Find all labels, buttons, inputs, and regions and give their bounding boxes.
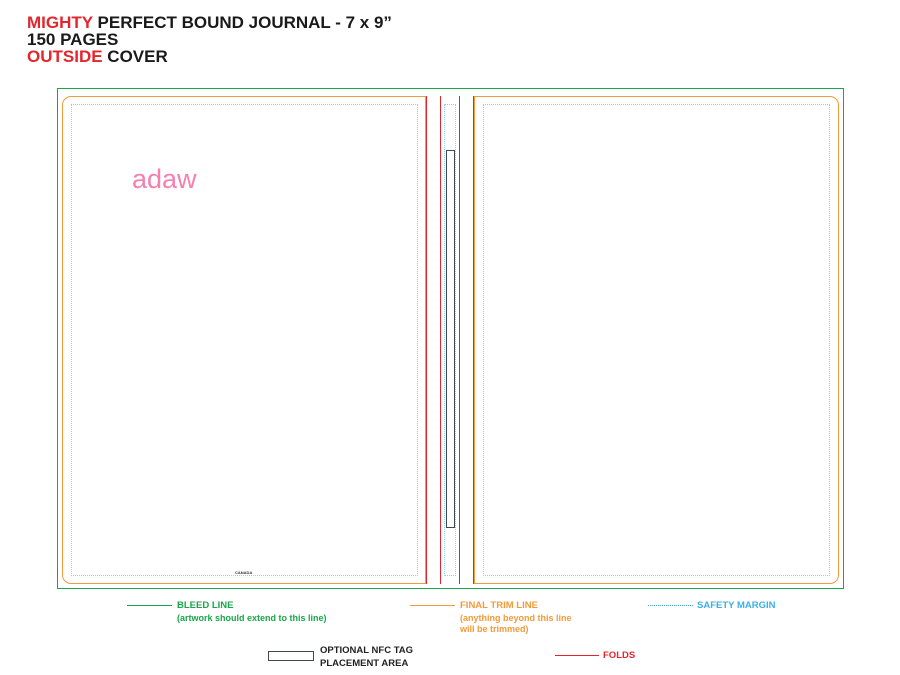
nfc-legend-swatch	[268, 651, 314, 661]
header-pages: 150 PAGES	[27, 30, 119, 49]
trim-legend-note-1: (anything beyond this line	[460, 613, 572, 623]
safety-legend-swatch	[648, 605, 693, 606]
folds-legend: FOLDS	[603, 650, 635, 661]
header-cover-rest: COVER	[102, 47, 168, 66]
trim-legend: FINAL TRIM LINE (anything beyond this li…	[460, 600, 572, 635]
nfc-placement-area	[446, 150, 455, 528]
fold-line	[426, 96, 427, 584]
artwork-small-label: CANADA	[235, 570, 253, 575]
bleed-legend: BLEED LINE (artwork should extend to thi…	[177, 600, 327, 624]
nfc-legend-title-1: OPTIONAL NFC TAG	[320, 645, 414, 656]
header-title: MIGHTY PERFECT BOUND JOURNAL - 7 x 9”	[27, 14, 392, 31]
header-cover: OUTSIDE COVER	[27, 48, 392, 65]
bleed-legend-title: BLEED LINE	[177, 600, 234, 611]
front-cover-trim	[474, 96, 839, 584]
trim-legend-swatch	[410, 605, 455, 606]
nfc-legend: OPTIONAL NFC TAG PLACEMENT AREA	[320, 645, 413, 669]
back-cover-safety-margin	[71, 104, 418, 576]
folds-legend-title: FOLDS	[603, 650, 636, 661]
safety-legend-title: SAFETY MARGIN	[697, 600, 776, 611]
back-cover-trim	[62, 96, 426, 584]
trim-legend-title: FINAL TRIM LINE	[460, 600, 538, 611]
header-cover-accent: OUTSIDE	[27, 47, 103, 66]
bleed-legend-note: (artwork should extend to this line)	[177, 613, 327, 623]
artwork-text[interactable]: adaw	[132, 164, 197, 194]
bleed-line-outline	[57, 88, 844, 589]
safety-legend: SAFETY MARGIN	[697, 600, 775, 611]
trim-legend-note-2: will be trimmed)	[460, 624, 529, 634]
fold-line	[440, 96, 441, 584]
header-title-rest: PERFECT BOUND JOURNAL - 7 x 9”	[92, 13, 392, 32]
fold-line	[459, 96, 460, 584]
front-cover-safety-margin	[483, 104, 830, 576]
folds-legend-swatch	[555, 655, 599, 656]
nfc-legend-title-2: PLACEMENT AREA	[320, 658, 409, 669]
header-title-accent: MIGHTY	[27, 13, 93, 32]
template-header: MIGHTY PERFECT BOUND JOURNAL - 7 x 9” 15…	[27, 14, 392, 65]
spine-safety-margin	[444, 104, 456, 576]
fold-line	[473, 96, 474, 584]
bleed-legend-swatch	[127, 605, 172, 606]
